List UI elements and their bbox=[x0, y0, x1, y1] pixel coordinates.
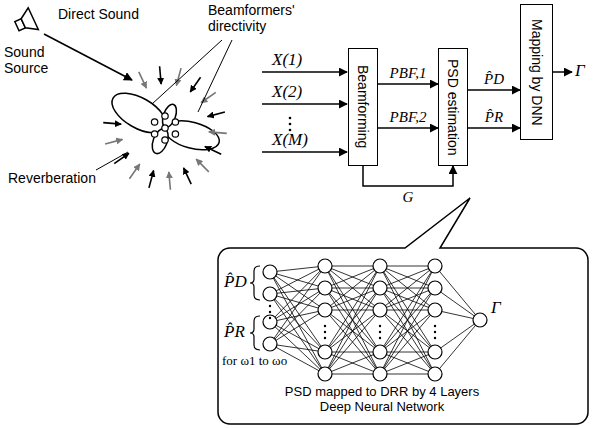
signal-connector bbox=[468, 89, 520, 91]
signal-connector bbox=[363, 166, 453, 186]
ellipsis-dots bbox=[269, 305, 436, 339]
microphone-array bbox=[151, 113, 178, 143]
signal-name: PBF,2 bbox=[390, 109, 427, 126]
network-links bbox=[270, 266, 480, 374]
signal-connector bbox=[378, 127, 438, 129]
reverberation-arrows bbox=[103, 66, 227, 190]
direct-sound-label: Direct Sound bbox=[58, 6, 139, 22]
input-group-label: P̂R bbox=[224, 322, 245, 342]
output-arrow bbox=[553, 71, 572, 73]
source-label: Sound Source bbox=[4, 44, 64, 76]
input-arrows bbox=[262, 72, 347, 152]
output-symbol: Γ bbox=[575, 61, 585, 81]
direct-sound-arrow bbox=[44, 34, 132, 80]
leader-line bbox=[152, 40, 222, 104]
signal-name: X(2) bbox=[272, 82, 302, 102]
signal-connector bbox=[378, 83, 438, 85]
dnn-callout: PSD mapped to DRR by 4 Layers Deep Neura… bbox=[218, 248, 588, 424]
signal-name: P̂R bbox=[485, 109, 503, 126]
signal-name: P̂D bbox=[484, 71, 504, 88]
beam-lobes bbox=[106, 85, 223, 156]
signal-name: X(M) bbox=[272, 130, 308, 150]
dnn-mapping-block: Mapping by DNN bbox=[520, 4, 553, 140]
input-braces bbox=[250, 266, 260, 350]
signal-name: X(1) bbox=[272, 50, 302, 70]
signal-name: PBF,1 bbox=[390, 65, 427, 82]
input-group-label: P̂D bbox=[224, 272, 247, 292]
directivity-label: Beamformers' directivity bbox=[208, 2, 308, 34]
reverberation-label: Reverberation bbox=[8, 170, 96, 186]
block-label: Beamforming bbox=[356, 65, 370, 148]
signal-name: G bbox=[403, 189, 414, 206]
speaker-icon bbox=[12, 8, 38, 37]
block-label: PSD estimation bbox=[446, 59, 460, 155]
output-symbol: Γ bbox=[491, 298, 501, 318]
block-label: Mapping by DNN bbox=[530, 19, 544, 126]
leader-line bbox=[198, 40, 232, 112]
frequency-range-note: for ω1 to ωo bbox=[222, 354, 287, 369]
ellipsis-dots bbox=[289, 117, 292, 132]
beamforming-block: Beamforming bbox=[348, 48, 378, 166]
callout-caption: PSD mapped to DRR by 4 Layers Deep Neura… bbox=[284, 385, 480, 415]
leader-line bbox=[96, 152, 128, 170]
signal-connector bbox=[468, 127, 520, 129]
psd-estimation-block: PSD estimation bbox=[438, 48, 468, 166]
network-neurons bbox=[263, 259, 487, 381]
